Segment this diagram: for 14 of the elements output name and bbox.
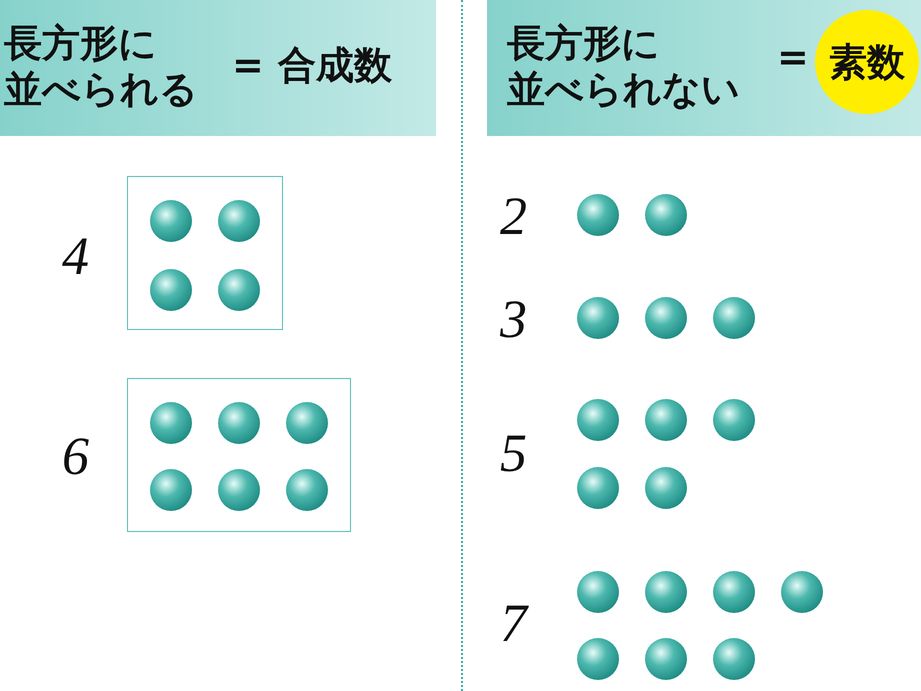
number-label: 6 [62, 426, 89, 486]
header-text: 長方形に並べられない [507, 20, 741, 112]
number-label: 3 [500, 289, 527, 349]
equals-sign: = [777, 34, 809, 80]
number-label: 2 [500, 186, 527, 246]
header-text: 長方形に並べられる [4, 20, 199, 112]
number-label: 5 [500, 423, 527, 483]
number-label: 4 [62, 226, 89, 286]
equals-sign: = [232, 42, 264, 88]
number-label: 7 [500, 593, 527, 653]
header-text: 合成数 [278, 42, 392, 88]
header-band [487, 0, 921, 136]
header-band [0, 0, 436, 136]
header-text: 素数 [829, 38, 905, 86]
